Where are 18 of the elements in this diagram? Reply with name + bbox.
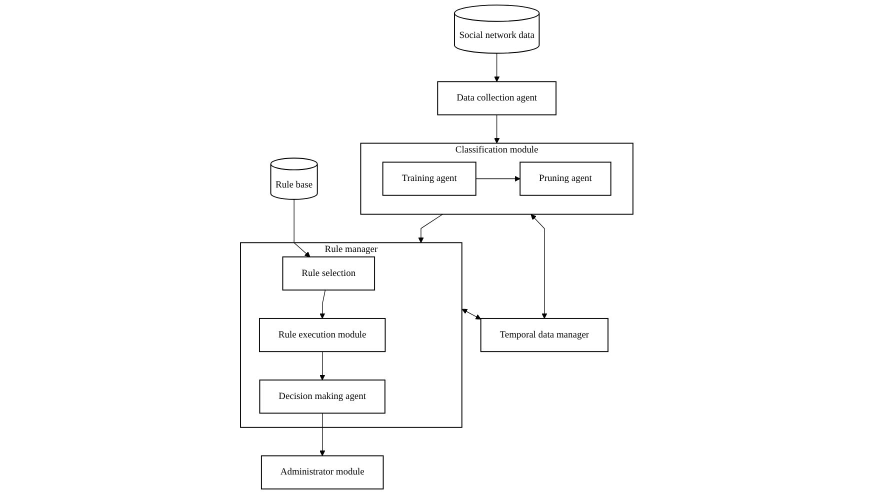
arrow (320, 351, 326, 380)
node-box: Administrator module (261, 455, 384, 490)
node-box: Decision making agent (260, 380, 386, 414)
arrow (494, 52, 500, 82)
node-box: Training agent (382, 162, 477, 196)
arrow (476, 176, 521, 182)
node-box: Rule selection (282, 256, 376, 291)
arrow (418, 214, 444, 243)
node-box: Temporal data manager (480, 318, 609, 352)
arrow (531, 214, 548, 319)
node-box: Data collection agent (437, 81, 557, 116)
node-box: Rule execution module (259, 318, 386, 352)
node-box: Pruning agent (520, 162, 612, 196)
arrow (320, 290, 326, 319)
arrow (494, 114, 500, 144)
arrow (320, 412, 326, 456)
arrow (294, 199, 311, 258)
arrow (462, 308, 482, 320)
